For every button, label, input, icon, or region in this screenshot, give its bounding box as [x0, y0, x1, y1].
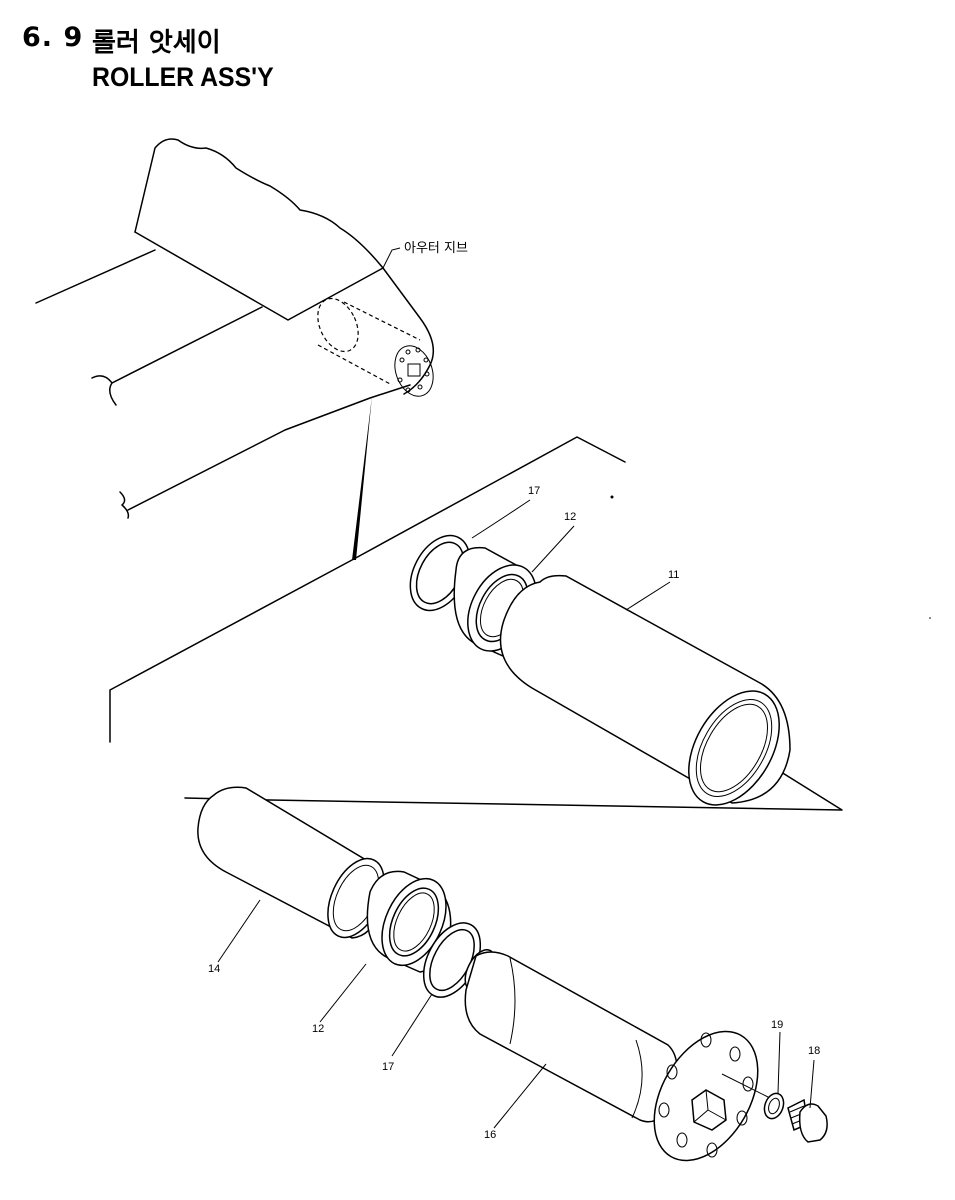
- bearing-lower: 12: [312, 870, 452, 1035]
- callout-bearing-upper: 12: [564, 511, 576, 523]
- washer: 19: [721, 1019, 785, 1120]
- outer-jib-boom: 아우터 지브: [35, 138, 468, 560]
- callout-bearing-lower: 12: [312, 1023, 324, 1035]
- callout-outer-jib: 아우터 지브: [404, 241, 468, 256]
- callout-snap-ring-upper: 17: [528, 485, 540, 497]
- callout-snap-ring-lower: 17: [382, 1061, 394, 1073]
- callout-roller: 11: [668, 569, 679, 581]
- callout-shaft: 16: [484, 1129, 496, 1141]
- section-number: 6. 9: [22, 22, 84, 53]
- callout-washer: 19: [771, 1019, 783, 1031]
- bolt: 18: [787, 1045, 828, 1143]
- title-english: ROLLER ASS'Y: [92, 62, 274, 92]
- callout-bolt: 18: [808, 1045, 820, 1057]
- callout-sleeve: 14: [208, 963, 220, 975]
- shaft: 16: [464, 949, 759, 1162]
- sleeve: 14: [197, 786, 385, 975]
- roller-tube: 11: [499, 569, 791, 806]
- title-korean: 롤러 앗세이: [92, 28, 221, 58]
